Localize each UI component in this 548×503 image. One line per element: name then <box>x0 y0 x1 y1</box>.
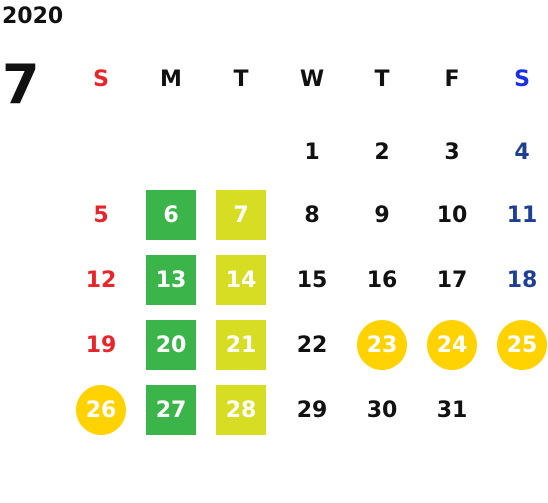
weekday-label: S <box>93 67 109 92</box>
day-cell[interactable]: 24 <box>427 320 477 370</box>
day-cell[interactable]: 14 <box>216 255 266 305</box>
day-cell[interactable]: 21 <box>216 320 266 370</box>
weekday-label: S <box>514 67 530 92</box>
day-cell[interactable]: 19 <box>85 332 117 358</box>
day-cell[interactable]: 27 <box>146 385 196 435</box>
day-cell[interactable]: 28 <box>216 385 266 435</box>
day-cell[interactable]: 6 <box>146 190 196 240</box>
day-cell[interactable]: 30 <box>366 397 398 423</box>
day-cell[interactable]: 2 <box>374 139 390 165</box>
day-cell[interactable]: 26 <box>76 385 126 435</box>
year-label: 2020 <box>2 4 64 29</box>
day-cell[interactable]: 8 <box>304 202 320 228</box>
day-cell[interactable]: 16 <box>366 267 398 293</box>
day-cell[interactable]: 11 <box>506 202 538 228</box>
day-cell[interactable]: 29 <box>296 397 328 423</box>
day-cell[interactable]: 4 <box>514 139 530 165</box>
weekday-label: F <box>444 67 460 92</box>
day-cell[interactable]: 5 <box>93 202 109 228</box>
day-cell[interactable]: 12 <box>85 267 117 293</box>
day-cell[interactable]: 10 <box>436 202 468 228</box>
month-label: 7 <box>2 53 40 116</box>
day-cell[interactable]: 17 <box>436 267 468 293</box>
day-cell[interactable]: 1 <box>304 139 320 165</box>
day-cell[interactable]: 23 <box>357 320 407 370</box>
day-cell[interactable]: 31 <box>436 397 468 423</box>
day-cell[interactable]: 15 <box>296 267 328 293</box>
day-cell[interactable]: 13 <box>146 255 196 305</box>
day-cell[interactable]: 7 <box>216 190 266 240</box>
weekday-label: T <box>233 67 249 92</box>
weekday-label: W <box>299 67 325 92</box>
day-cell[interactable]: 3 <box>444 139 460 165</box>
day-cell[interactable]: 25 <box>497 320 547 370</box>
day-cell[interactable]: 22 <box>296 332 328 358</box>
day-cell[interactable]: 18 <box>506 267 538 293</box>
weekday-label: M <box>160 67 182 92</box>
day-cell[interactable]: 20 <box>146 320 196 370</box>
weekday-label: T <box>374 67 390 92</box>
day-cell[interactable]: 9 <box>374 202 390 228</box>
